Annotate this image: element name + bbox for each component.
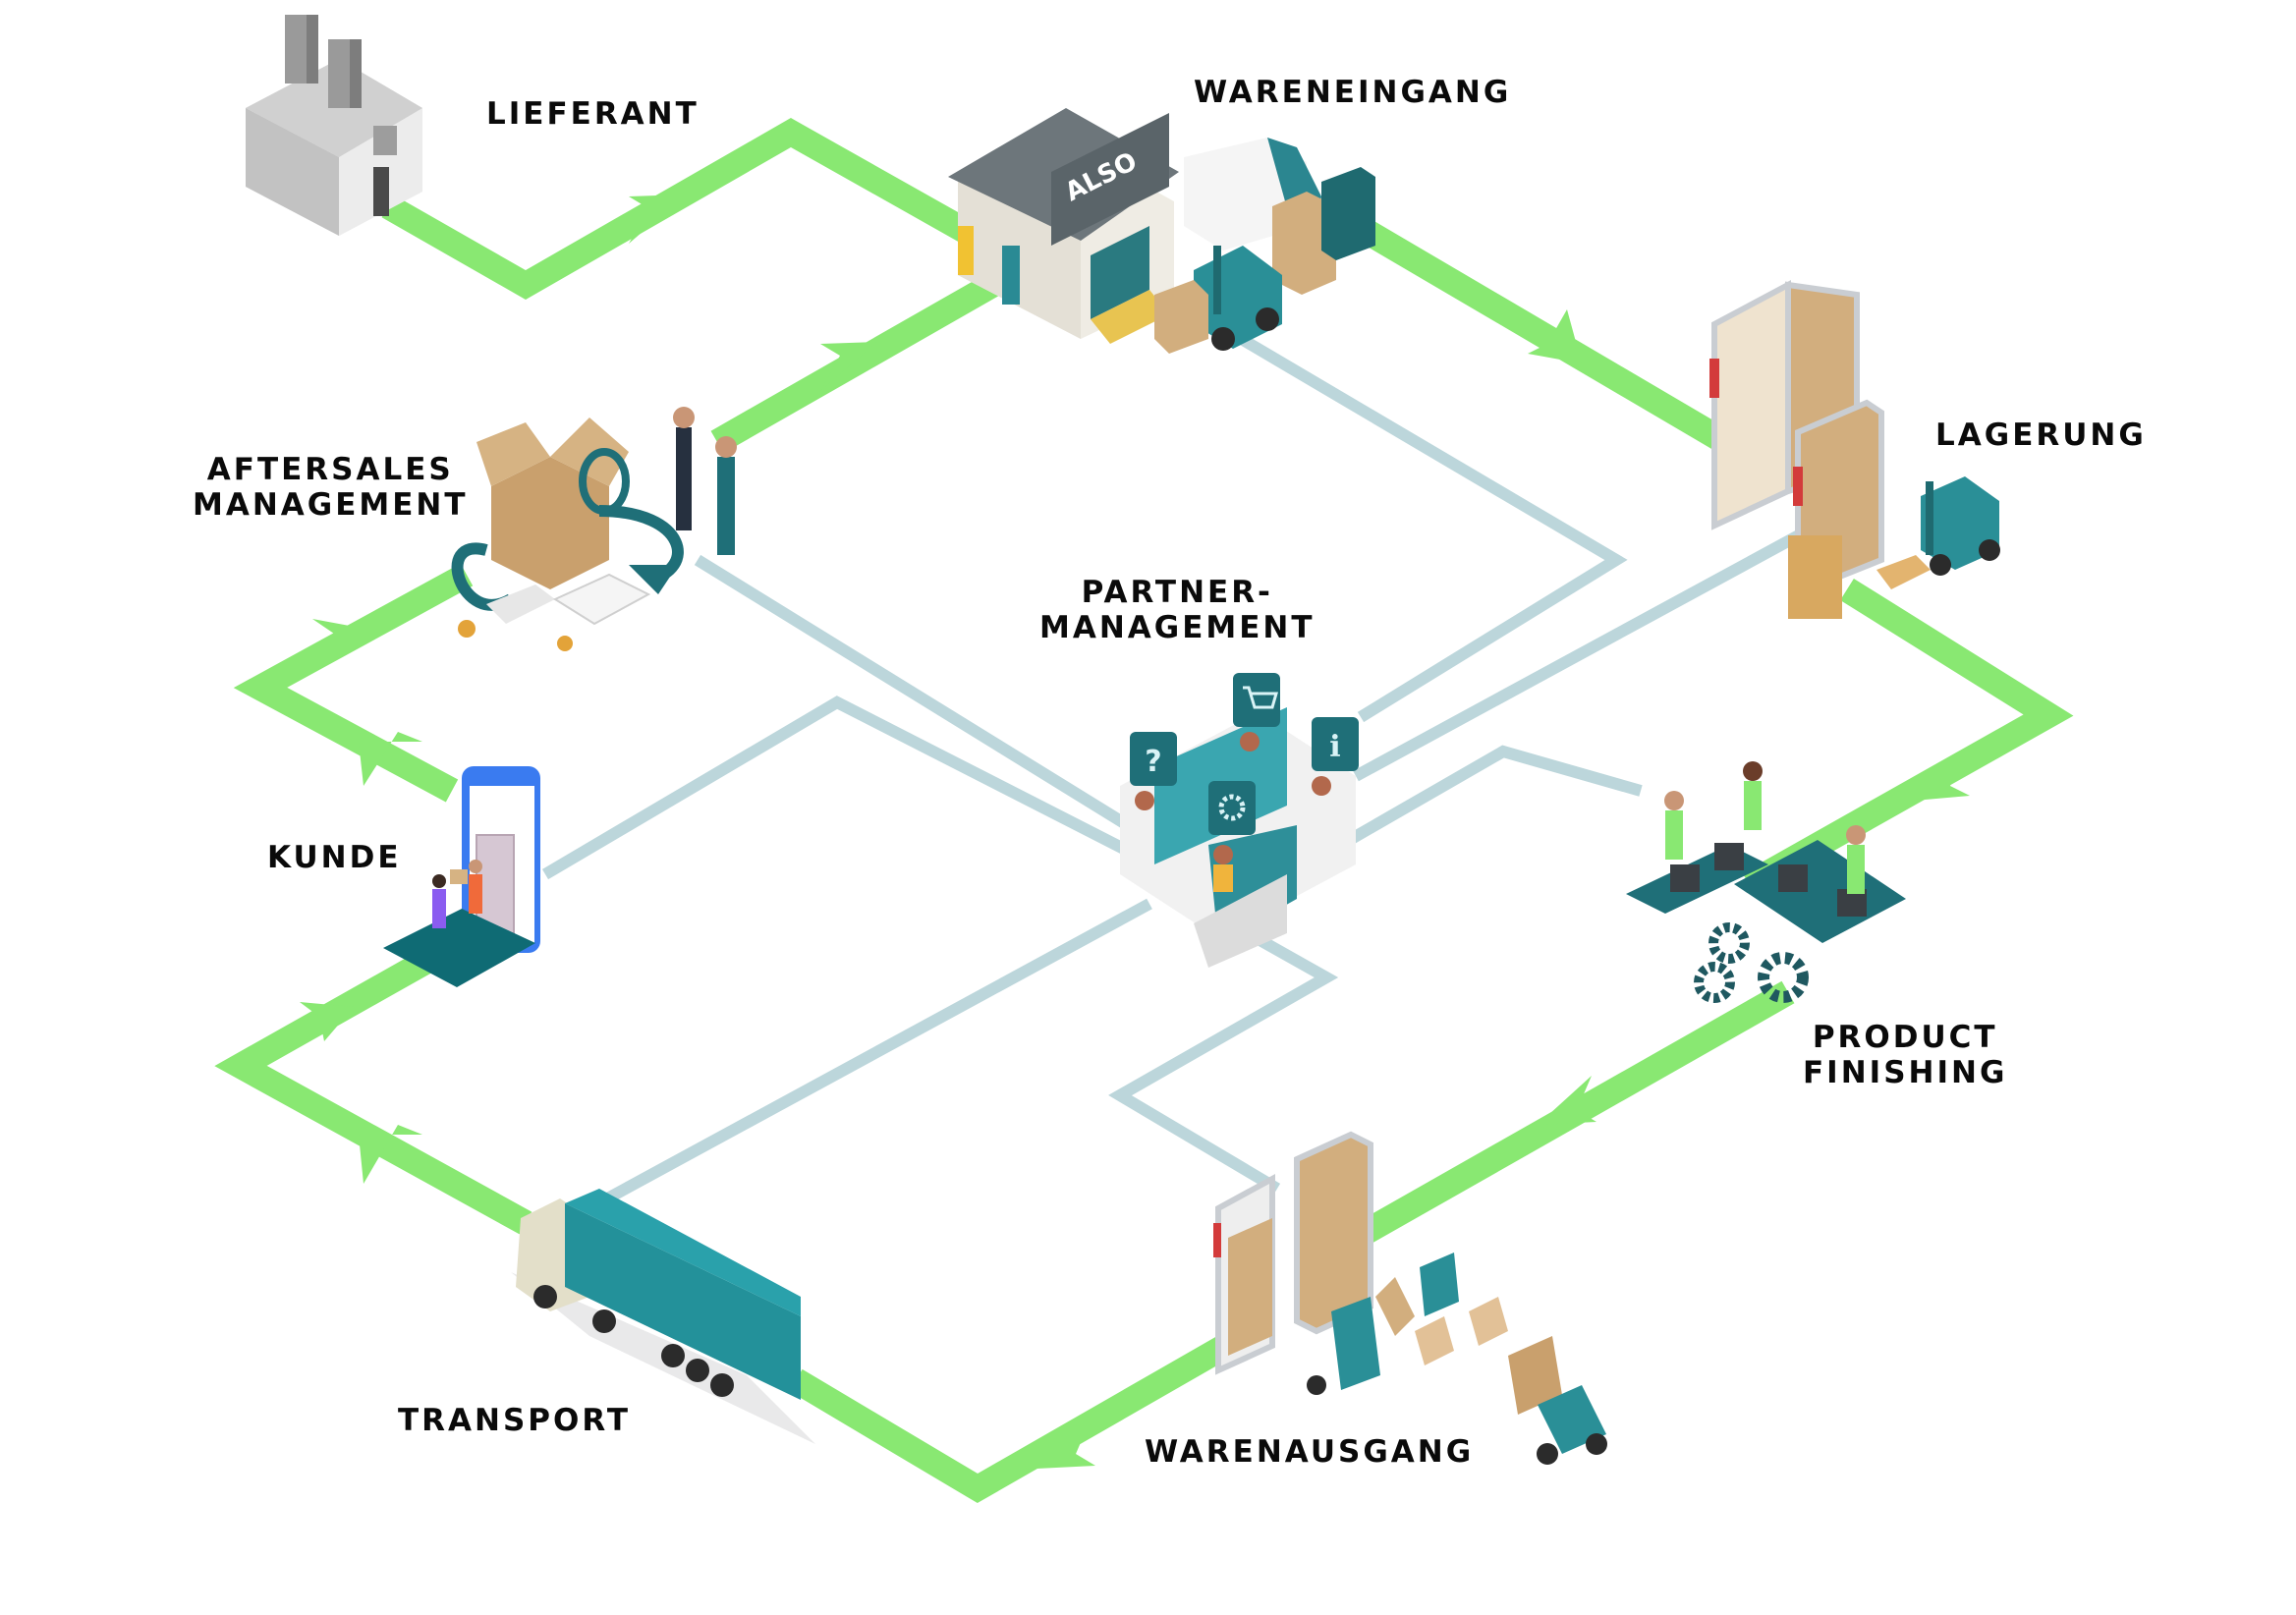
connector-aftersales-partner <box>694 554 1163 851</box>
label-partner-management: PARTNER- MANAGEMENT <box>1039 575 1316 645</box>
storage-rack-illustration <box>1709 280 2000 619</box>
arrow-icon <box>359 1125 422 1184</box>
flow-warenausgang-to-transport <box>789 1324 1250 1504</box>
connector-kunde-partner <box>541 696 1157 880</box>
label-warenausgang: WARENAUSGANG <box>1145 1434 1475 1470</box>
speech-bubble-gear <box>1208 781 1256 835</box>
connector-lagerung-partner <box>1353 525 1811 782</box>
arrow-icon <box>359 732 422 786</box>
info-icon: i <box>1329 730 1340 764</box>
connector-finishing-partner <box>1338 745 1643 851</box>
label-aftersales-management: AFTERSALES MANAGEMENT <box>193 452 469 523</box>
connector-wareneingang-partner <box>1229 328 1628 723</box>
connector-lines <box>541 328 1811 1214</box>
gear-icon <box>1694 962 1735 1003</box>
return-wheel-icon <box>579 448 630 515</box>
product-finishing-illustration <box>1626 761 1906 1003</box>
flow-aftersales-to-wareneingang <box>710 273 999 454</box>
arrow-icon <box>629 195 686 244</box>
label-kunde: KUNDE <box>267 840 402 875</box>
partner-management-illustration: ? i <box>1120 673 1359 968</box>
label-lagerung: LAGERUNG <box>1935 418 2147 453</box>
flow-kunde-to-aftersales <box>233 563 474 803</box>
flow-lagerung-to-finishing <box>1742 578 2074 896</box>
speech-bubble-cart <box>1233 673 1280 727</box>
arrow-icon <box>300 1002 354 1041</box>
arrow-icon <box>1036 1420 1095 1469</box>
shopping-cart-icon <box>1243 686 1278 709</box>
customer-illustration <box>383 766 540 987</box>
aftersales-illustration <box>451 407 737 651</box>
flow-lieferant-to-wareneingang <box>381 118 989 300</box>
warehouse-illustration: ALSO <box>948 108 1375 354</box>
label-product-finishing: PRODUCT FINISHING <box>1803 1020 2008 1090</box>
label-transport: TRANSPORT <box>398 1403 631 1438</box>
gear-icon <box>1758 952 1809 1003</box>
warenausgang-illustration <box>1213 1131 1607 1465</box>
truck-illustration <box>511 1189 815 1444</box>
label-wareneingang: WARENEINGANG <box>1194 75 1512 110</box>
flow-arrowheads <box>300 195 1970 1469</box>
arrow-icon <box>312 619 365 658</box>
speech-bubble-info: i <box>1312 717 1359 771</box>
arrow-icon <box>1914 756 1970 801</box>
flow-transport-to-kunde <box>214 946 532 1235</box>
arrow-icon <box>1538 1076 1596 1125</box>
label-lieferant: LIEFERANT <box>486 96 700 132</box>
gear-icon <box>1218 794 1246 821</box>
arrow-icon <box>820 342 877 391</box>
connector-warenausgang-partner <box>1108 927 1339 1195</box>
factory-illustration <box>246 15 422 236</box>
question-icon: ? <box>1145 745 1161 779</box>
speech-bubble-question: ? <box>1130 732 1177 786</box>
gear-icon <box>1708 922 1750 964</box>
arrow-icon <box>1528 309 1582 363</box>
connector-transport-partner <box>587 898 1152 1214</box>
